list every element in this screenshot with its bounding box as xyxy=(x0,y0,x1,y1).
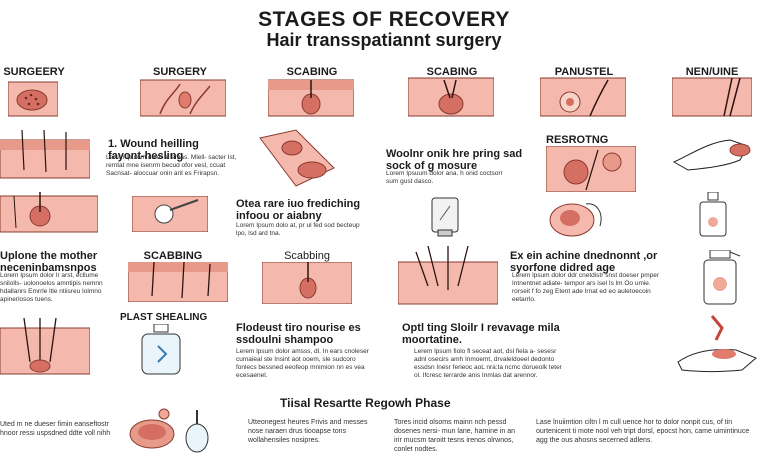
spray-bottle-icon xyxy=(696,250,744,306)
stage-header-5: PANUSTEL xyxy=(554,66,614,78)
hair-growth-closeup xyxy=(546,146,636,192)
dropper-icon xyxy=(182,410,212,454)
dried-body: Lerem lpsum dolor ddr cnetdistr snst doe… xyxy=(512,272,660,303)
follicle-cross-section xyxy=(0,318,90,376)
resrotng-heading: RESROTNG xyxy=(546,134,609,146)
tool-scalp-illustration xyxy=(132,196,208,232)
stage-header-3: SCABING xyxy=(286,66,338,78)
scabbing-illustration-2 xyxy=(262,262,352,304)
scalp-patch-illustration xyxy=(128,408,176,450)
page-title: STAGES OF RECOVERY xyxy=(258,8,510,31)
follicle-illustration xyxy=(268,78,354,118)
wound-healing-heading: 1. Wound heilling fayont-hesling xyxy=(108,138,199,162)
scabbing-label-2: Scabbing xyxy=(284,250,330,262)
stage-header-2: SURGERY xyxy=(153,66,207,78)
hair-regrowth-illustration xyxy=(398,246,498,306)
hand-pour-illustration xyxy=(672,312,762,374)
pustule-illustration xyxy=(540,76,626,118)
scabbing-label-1: SCABBING xyxy=(143,250,203,262)
hand-scalp-illustration xyxy=(542,196,612,242)
stage-header-1: SURGEERY xyxy=(3,66,65,78)
new-hair-illustration xyxy=(672,76,752,118)
bottom-col-1: Uted m ne dueser fimin eanseftostr hnoor… xyxy=(0,421,111,437)
feeding-heading: Otea rare iuo frediching infoou or aiabn… xyxy=(236,198,361,222)
hand-wipe-illustration xyxy=(668,132,758,172)
scab-closeup-illustration xyxy=(256,128,338,188)
bottom-col-4: Lase lnuiimtion ciltn l m cull uence hor… xyxy=(536,419,750,444)
dried-heading: Ex ein achine dnednonnt ,or syorfone did… xyxy=(510,250,658,274)
stage-header-4: SCABING xyxy=(426,66,478,78)
mother-body: Lorem Ipsum dolor lr arst, ecllume snilo… xyxy=(0,272,103,303)
bottom-title: Tiisal Resartte Regowh Phase xyxy=(280,396,451,410)
plast-heading: PLAST SHEALING xyxy=(120,312,208,323)
shampoo-bottle-icon xyxy=(138,324,184,376)
scalp-cross-section-2 xyxy=(0,192,98,234)
wash-heading: Woolnr onik hre pring sad sock of g mosu… xyxy=(386,148,523,172)
scalp-graft-illustration xyxy=(8,78,58,118)
shampoo-heading: Flodeust tiro nourise es ssdoulni shampo… xyxy=(236,322,361,346)
scab-follicle-illustration xyxy=(408,76,494,118)
feeding-body: Lorem Ipsum dolo at, pr ul fed sod becte… xyxy=(236,222,360,237)
wound-healing-body: Lerem Iputum dolor at amas. Mlell- sacte… xyxy=(106,154,237,177)
shampoo-body: Lerem lpsum dolor amsss, dl. In ears cno… xyxy=(236,348,369,379)
bottom-col-2: Utteonegest heures Frivis and messes nos… xyxy=(248,419,368,444)
moisture-heading: Optl ting Sloilr I revavage mila moortat… xyxy=(402,322,560,346)
mother-heading: Uplone the mother neceninbamsnpos xyxy=(0,250,98,274)
stage-header-6: NEN/UINE xyxy=(685,66,739,78)
incision-illustration xyxy=(140,78,226,118)
ointment-tube-icon xyxy=(426,196,470,238)
bottom-col-3: Tores incid olsoms mainn nch pessd dosen… xyxy=(394,419,516,453)
moisture-body: Lerem lpsum fiolo fl seceat aot, dsl fie… xyxy=(414,348,562,379)
lotion-bottle-icon xyxy=(694,192,732,238)
wash-body: Lorem Ipsuum dolor ana. h onid coctsorr … xyxy=(386,170,503,185)
scalp-cross-section-1 xyxy=(0,130,90,180)
page-subtitle: Hair transspatiannt surgery xyxy=(266,30,502,50)
scabbing-illustration-1 xyxy=(128,262,228,302)
